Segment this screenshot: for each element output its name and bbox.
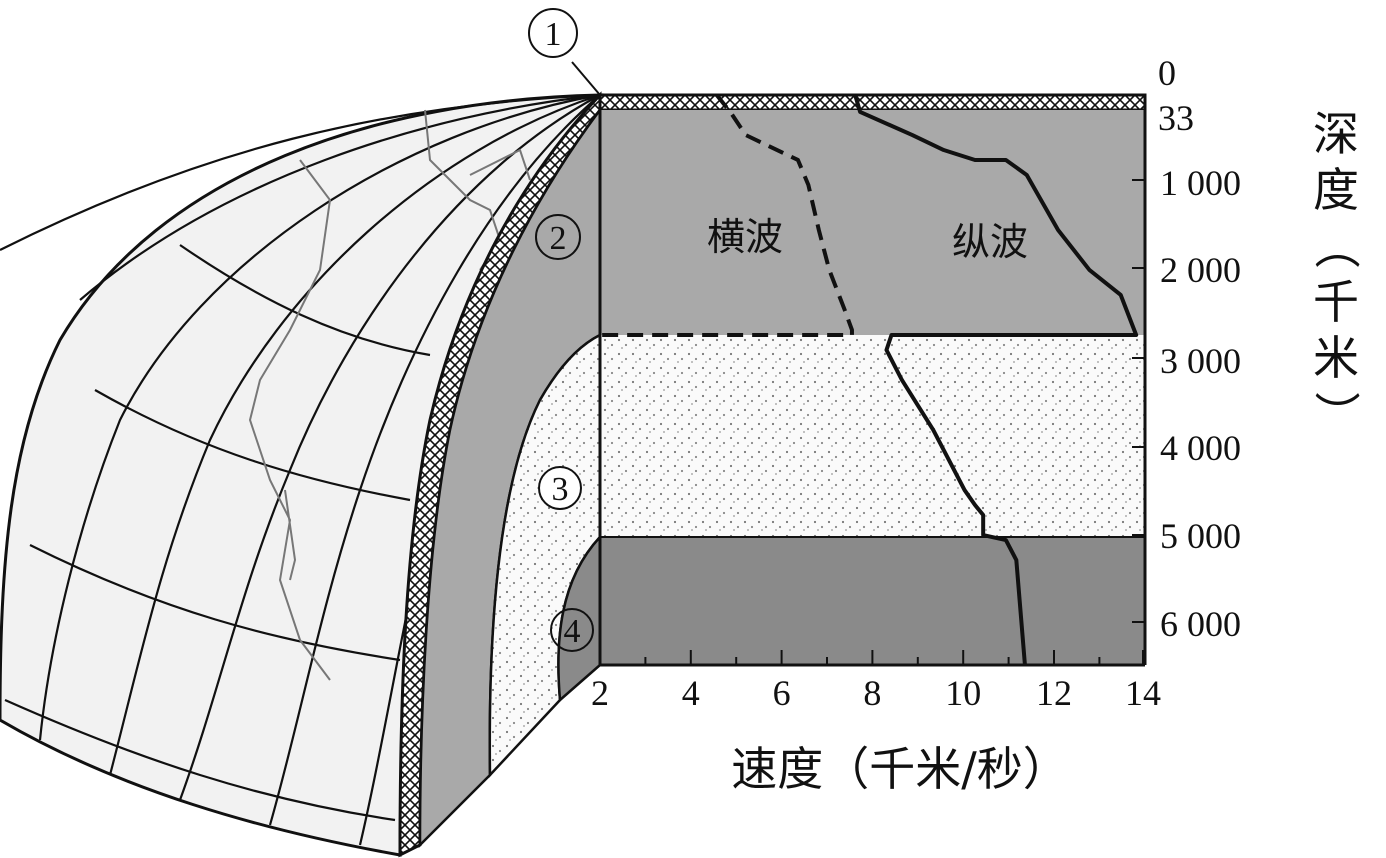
y-axis-title-char: （	[1309, 223, 1363, 269]
crust-pointer	[571, 61, 601, 96]
y-axis-title-char: 深	[1313, 107, 1359, 161]
x-tick-label: 2	[591, 673, 609, 713]
globe-surface	[0, 93, 604, 857]
marker-2-label: 2	[550, 220, 567, 257]
marker-4-label: 4	[564, 613, 581, 650]
inner-core-layer	[600, 537, 1145, 665]
x-tick-label: 4	[682, 673, 700, 713]
y-tick-marks	[1132, 179, 1145, 623]
s-wave-curve	[600, 93, 854, 337]
inner-core-face	[557, 533, 602, 703]
y-axis-title-char: ）	[1309, 391, 1363, 437]
y-tick-label: 33	[1158, 98, 1194, 138]
x-tick-label: 8	[863, 673, 881, 713]
y-axis-title: 深度 （ 千米 ）	[1309, 107, 1363, 437]
cutaway-face	[398, 91, 602, 858]
y-axis-title-char: 度	[1313, 163, 1359, 217]
x-tick-label: 14	[1125, 673, 1161, 713]
s-wave-label: 横波	[707, 215, 783, 259]
x-tick-label: 12	[1036, 673, 1072, 713]
wave-curves	[600, 93, 1139, 666]
y-tick-label: 4 000	[1160, 428, 1241, 468]
mantle-layer	[600, 110, 1145, 335]
y-axis-title-char: 米	[1313, 331, 1359, 385]
marker-1-label: 1	[545, 16, 562, 53]
y-tick-label: 1 000	[1160, 163, 1241, 203]
x-tick-labels: 2 4 6 8 10 12 14	[591, 673, 1161, 713]
y-tick-label: 6 000	[1160, 604, 1241, 644]
y-tick-label: 5 000	[1160, 516, 1241, 556]
marker-3: 3	[538, 466, 582, 510]
marker-3-label: 3	[552, 471, 569, 508]
x-tick-marks	[599, 650, 1144, 665]
coastline	[248, 109, 531, 681]
p-wave-curve	[853, 94, 1139, 666]
x-axis-title: 速度（千米/秒）	[731, 742, 1069, 796]
marker-4: 4	[550, 608, 594, 652]
y-axis-title-char: 千	[1313, 275, 1359, 329]
crust-layer	[598, 93, 1147, 112]
y-tick-labels: 0 33 1 000 2 000 3 000 4 000 5 000 6 000	[1158, 53, 1241, 644]
marker-2: 2	[535, 214, 581, 260]
x-tick-label: 10	[945, 673, 981, 713]
y-tick-label: 3 000	[1160, 341, 1241, 381]
y-tick-label: 2 000	[1160, 250, 1241, 290]
velocity-depth-chart	[598, 93, 1147, 667]
x-tick-label: 6	[773, 673, 791, 713]
parallel-lines	[4, 244, 431, 822]
p-wave-label: 纵波	[952, 220, 1028, 264]
marker-1: 1	[528, 8, 578, 58]
y-tick-label: 0	[1158, 53, 1176, 93]
outer-core-layer	[600, 335, 1145, 537]
